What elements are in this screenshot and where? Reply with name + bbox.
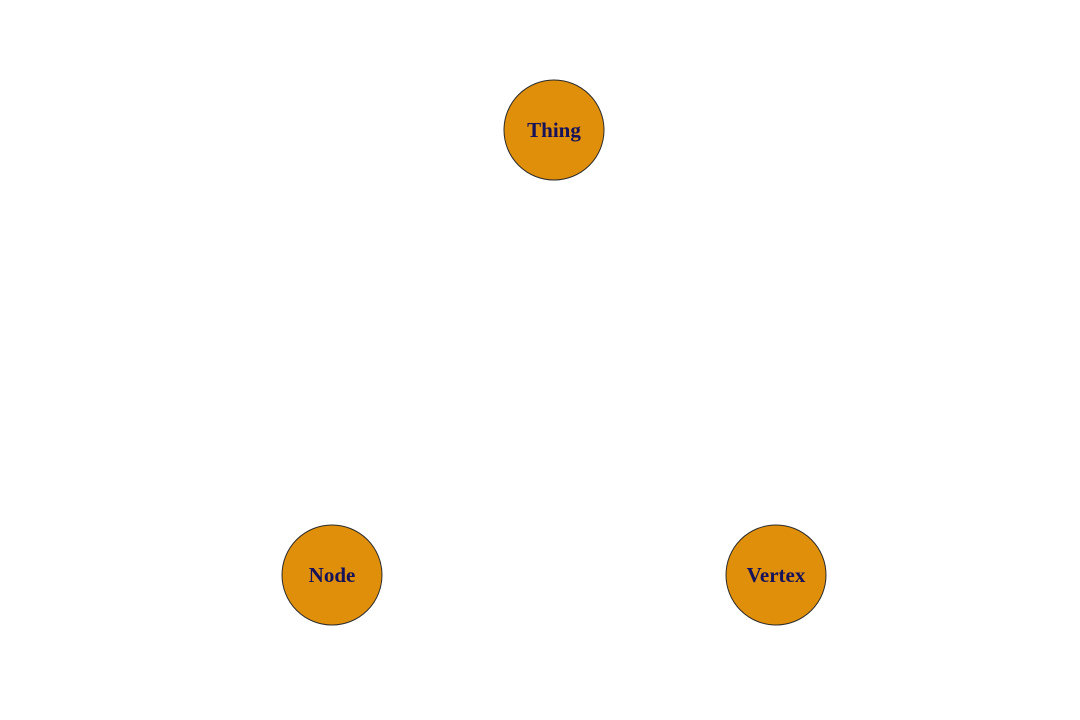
node-vertex[interactable]: Vertex xyxy=(725,524,827,626)
node-thing-label: Thing xyxy=(527,118,581,142)
node-thing-circle xyxy=(503,79,605,181)
node-vertex-circle xyxy=(725,524,827,626)
node-vertex-label: Vertex xyxy=(747,563,806,587)
node-node[interactable]: Node xyxy=(281,524,383,626)
node-node-circle xyxy=(281,524,383,626)
node-node-label: Node xyxy=(309,563,356,587)
node-thing[interactable]: Thing xyxy=(503,79,605,181)
